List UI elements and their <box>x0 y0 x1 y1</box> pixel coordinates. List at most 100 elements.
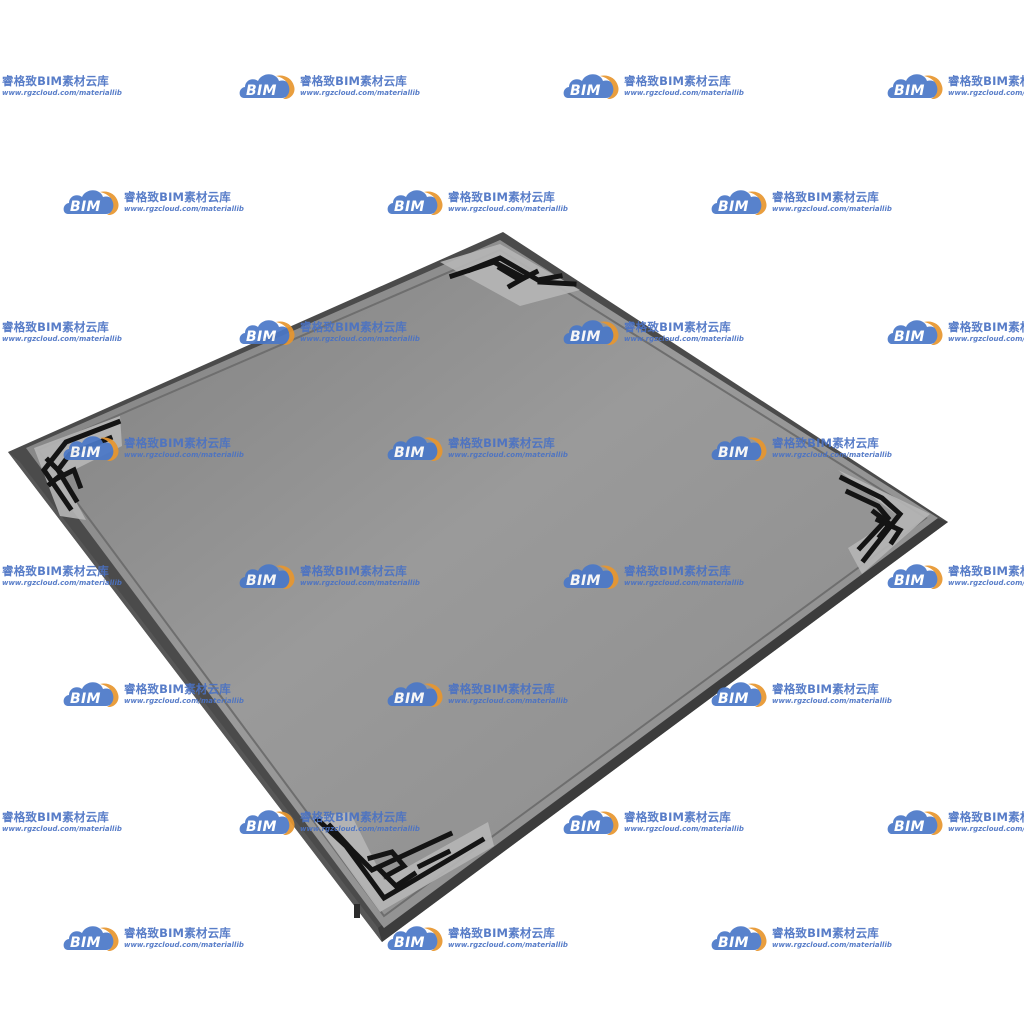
watermark-brand: BIM <box>718 935 749 951</box>
watermark-title: 睿格致BIM素材云库 <box>448 190 555 204</box>
watermark-url: www.rgzcloud.com/materiallib <box>2 335 122 343</box>
watermark-title: 睿格致BIM素材云库 <box>124 926 231 940</box>
watermark-title: 睿格致BIM素材云库 <box>772 682 879 696</box>
watermark-url: www.rgzcloud.com/materiallib <box>948 825 1024 833</box>
watermark-url: www.rgzcloud.com/materiallib <box>2 89 122 97</box>
cloud-logo-icon <box>387 436 443 461</box>
watermark-title: 睿格致BIM素材云库 <box>124 682 231 696</box>
watermark-url: www.rgzcloud.com/materiallib <box>948 89 1024 97</box>
watermark-title: 睿格致BIM素材云库 <box>624 564 731 578</box>
watermark-brand: BIM <box>894 83 925 99</box>
watermark-brand: BIM <box>718 199 749 215</box>
watermark-url: www.rgzcloud.com/materiallib <box>2 825 122 833</box>
watermark-brand: BIM <box>894 329 925 345</box>
panel-face <box>26 240 938 928</box>
watermark-url: www.rgzcloud.com/materiallib <box>300 825 420 833</box>
watermark-url: www.rgzcloud.com/materiallib <box>124 941 244 949</box>
watermark: BIM睿格致BIM素材云库www.rgzcloud.com/materialli… <box>0 558 138 594</box>
watermark-title: 睿格致BIM素材云库 <box>300 564 407 578</box>
watermark-title: 睿格致BIM素材云库 <box>2 320 109 334</box>
watermark-brand: BIM <box>394 199 425 215</box>
watermark-brand: BIM <box>894 573 925 589</box>
watermark-brand: BIM <box>570 819 601 835</box>
watermark: BIM 睿格致BIM素材云库www.rgzcloud.com/materialli… <box>884 314 1024 350</box>
watermark-title: 睿格致BIM素材云库 <box>624 810 731 824</box>
cloud-logo-icon <box>563 564 619 589</box>
watermark: BIM睿格致BIM素材云库www.rgzcloud.com/materialli… <box>0 68 138 104</box>
watermark: BIM 睿格致BIM素材云库www.rgzcloud.com/materialli… <box>884 804 1024 840</box>
watermark-url: www.rgzcloud.com/materiallib <box>300 579 420 587</box>
watermark-url: www.rgzcloud.com/materiallib <box>772 451 892 459</box>
watermark-brand: BIM <box>894 819 925 835</box>
watermark-title: 睿格致BIM素材云库 <box>448 436 555 450</box>
watermark: BIM睿格致BIM素材云库www.rgzcloud.com/materialli… <box>0 314 138 350</box>
watermark-title: 睿格致BIM素材云库 <box>124 190 231 204</box>
cloud-logo-icon <box>63 436 119 461</box>
watermark-url: www.rgzcloud.com/materiallib <box>448 697 568 705</box>
watermark: BIM睿格致BIM素材云库www.rgzcloud.com/materialli… <box>884 68 1024 104</box>
watermark-url: www.rgzcloud.com/materiallib <box>124 697 244 705</box>
watermark-brand: BIM <box>394 935 425 951</box>
watermark-title: 睿格致BIM素材云库 <box>2 564 109 578</box>
watermark-brand: BIM <box>70 691 101 707</box>
cloud-logo-icon <box>887 810 943 835</box>
watermark-brand: BIM <box>718 691 749 707</box>
corner-ornament-right <box>838 470 930 574</box>
watermark-title: 睿格致BIM素材云库 <box>948 810 1024 824</box>
watermark-title: 睿格致BIM素材云库 <box>948 320 1024 334</box>
watermark-url: www.rgzcloud.com/materiallib <box>624 579 744 587</box>
cloud-logo-icon <box>239 74 295 99</box>
watermark-brand: BIM <box>70 935 101 951</box>
cloud-logo-icon <box>239 320 295 345</box>
watermark-brand: BIM <box>570 573 601 589</box>
cloud-logo-icon <box>711 682 767 707</box>
watermark-url: www.rgzcloud.com/materiallib <box>948 335 1024 343</box>
watermark-title: 睿格致BIM素材云库 <box>772 436 879 450</box>
watermark-title: 睿格致BIM素材云库 <box>300 320 407 334</box>
watermark-url: www.rgzcloud.com/materiallib <box>772 205 892 213</box>
watermark-brand: BIM <box>70 445 101 461</box>
watermark-brand: BIM <box>394 691 425 707</box>
cloud-logo-icon <box>63 682 119 707</box>
watermark-url: www.rgzcloud.com/materiallib <box>772 941 892 949</box>
watermark-brand: BIM <box>246 83 277 99</box>
cloud-logo-icon <box>887 564 943 589</box>
panel-inner-bevel <box>36 248 928 918</box>
watermark-url: www.rgzcloud.com/materiallib <box>624 335 744 343</box>
watermark-title: 睿格致BIM素材云库 <box>448 926 555 940</box>
watermark-url: www.rgzcloud.com/materiallib <box>448 941 568 949</box>
cloud-logo-icon <box>63 926 119 951</box>
cloud-logo-icon <box>711 436 767 461</box>
watermark-title: 睿格致BIM素材云库 <box>624 74 731 88</box>
watermark-title: 睿格致BIM素材云库 <box>300 810 407 824</box>
watermark-url: www.rgzcloud.com/materiallib <box>448 451 568 459</box>
watermark-brand: BIM <box>246 329 277 345</box>
cloud-logo-icon <box>887 74 943 99</box>
watermark-brand: BIM <box>246 573 277 589</box>
watermark-brand: BIM <box>570 329 601 345</box>
watermark-brand: BIM <box>570 83 601 99</box>
watermark-url: www.rgzcloud.com/materiallib <box>624 825 744 833</box>
watermark-title: 睿格致BIM素材云库 <box>2 810 109 824</box>
watermark-url: www.rgzcloud.com/materiallib <box>300 89 420 97</box>
